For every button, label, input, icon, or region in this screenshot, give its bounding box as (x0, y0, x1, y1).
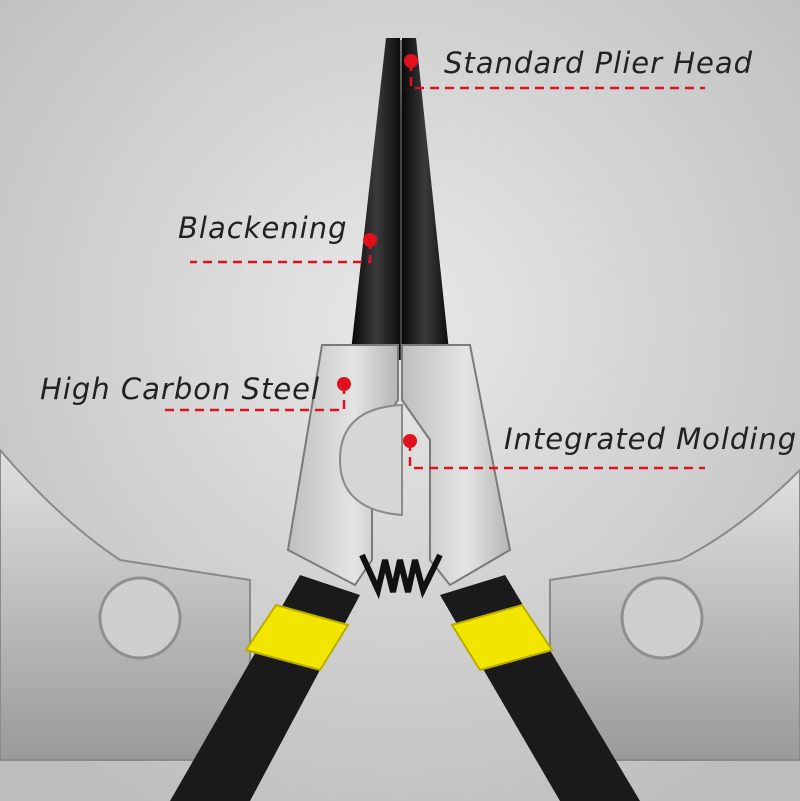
marker-molding-dot (403, 434, 417, 448)
left-tip (350, 38, 402, 360)
label-blackening: Blackening (178, 211, 348, 245)
marker-steel-dot (337, 377, 351, 391)
right-jaw (401, 344, 512, 587)
label-integrated-molding: Integrated Molding (504, 422, 798, 456)
label-standard-plier-head: Standard Plier Head (444, 46, 754, 80)
marker-blackening-dot (363, 233, 377, 247)
integrated-molding (338, 403, 403, 517)
spring (359, 553, 443, 600)
marker-head-dot (404, 54, 418, 68)
callout-lines (160, 62, 705, 470)
left-plate-hole (98, 576, 182, 660)
left-handle-accent (244, 603, 350, 672)
label-high-carbon-steel: High Carbon Steel (40, 372, 321, 406)
right-plate-hole (620, 576, 704, 660)
right-handle-accent (450, 603, 554, 672)
right-tip (400, 38, 450, 360)
